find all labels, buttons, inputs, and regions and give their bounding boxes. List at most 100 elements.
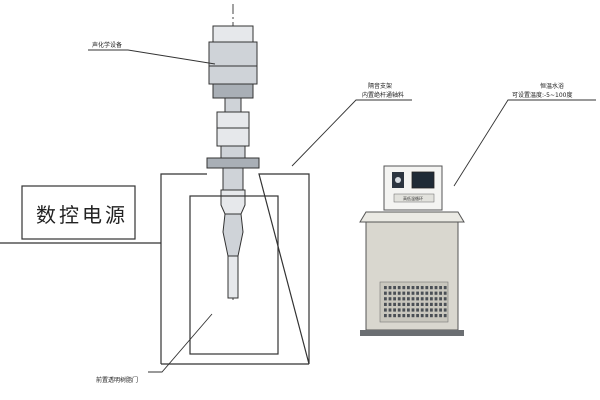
vent-slot (439, 297, 442, 301)
horn-taper (220, 189, 246, 215)
vent-slot (443, 286, 447, 290)
vent-slot (430, 314, 433, 318)
vent-slot (388, 314, 392, 318)
front-transparent-door (189, 195, 279, 355)
vent-slot (443, 297, 447, 301)
vent-slot (411, 291, 415, 295)
vent-slot (402, 314, 406, 318)
vent-slot (411, 314, 415, 318)
vent-slot (384, 314, 387, 318)
isolation-bracket-enclosure (160, 173, 310, 365)
bath-vent-grid (384, 286, 447, 318)
leader-isolation-bracket (291, 99, 412, 167)
sonochemical-device (206, 25, 260, 299)
vent-slot (397, 291, 401, 295)
horn-probe-tip (227, 255, 239, 299)
vent-slot (407, 308, 410, 312)
vent-slot (434, 302, 438, 306)
vent-slot (384, 291, 387, 295)
vent-slot (425, 286, 429, 290)
vent-slot (443, 308, 447, 312)
vent-slot (407, 286, 410, 290)
cnc-power-supply: 数控电源 (0, 185, 161, 244)
vent-slot (430, 302, 433, 306)
vent-slot (397, 302, 401, 306)
vent-slot (407, 297, 410, 301)
transducer-base-ring (212, 83, 254, 99)
vent-slot (434, 291, 438, 295)
transducer-housing (208, 41, 258, 85)
vent-slot (402, 286, 406, 290)
vent-slot (443, 291, 447, 295)
vent-slot (425, 291, 429, 295)
vent-slot (402, 291, 406, 295)
vent-slot (420, 286, 424, 290)
vent-slot (425, 308, 429, 312)
vent-slot (393, 314, 396, 318)
vent-slot (393, 291, 396, 295)
vent-slot (439, 286, 442, 290)
horn-upper-block (216, 111, 250, 147)
vent-slot (430, 291, 433, 295)
bath-lid (359, 211, 465, 223)
vent-slot (430, 286, 433, 290)
vent-slot (425, 302, 429, 306)
vent-slot (388, 302, 392, 306)
vent-slot (402, 308, 406, 312)
vent-slot (407, 302, 410, 306)
vent-slot (434, 308, 438, 312)
vent-slot (393, 286, 396, 290)
vent-slot (384, 286, 387, 290)
label-isolation-bracket: 隔音支架 (368, 82, 392, 90)
vent-slot (420, 302, 424, 306)
power-supply-box (21, 185, 136, 240)
horn-lower-section (222, 167, 244, 191)
vent-slot (388, 297, 392, 301)
enclosure-outer-wall (160, 173, 310, 365)
vent-slot (434, 286, 438, 290)
bath-logo-icon (395, 177, 401, 183)
vent-slot (443, 314, 447, 318)
vent-slot (439, 291, 442, 295)
leader-sonochemical-device (88, 49, 216, 65)
vent-slot (430, 308, 433, 312)
vent-slot (402, 297, 406, 301)
vent-slot (439, 314, 442, 318)
vent-slot (384, 308, 387, 312)
vent-slot (420, 297, 424, 301)
vent-slot (434, 297, 438, 301)
horn-middle-section (220, 145, 246, 159)
vent-slot (397, 314, 401, 318)
vent-slot (407, 314, 410, 318)
vent-slot (443, 302, 447, 306)
label-water-bath: 恒温水浴 (540, 82, 564, 90)
bracket-clamp-flange (206, 157, 260, 169)
label-bracket-note: 内置绝杆通轴料 (362, 91, 404, 99)
vent-slot (388, 291, 392, 295)
vent-slot (416, 302, 419, 306)
vent-slot (393, 308, 396, 312)
bath-display (411, 171, 435, 189)
horn-neck (224, 97, 242, 113)
bath-panel-text: 高低温循环 (403, 195, 423, 201)
water-bath: 高低温循环 (359, 165, 465, 336)
vent-slot (439, 302, 442, 306)
vent-slot (397, 308, 401, 312)
leader-water-bath (453, 99, 596, 187)
vent-slot (384, 297, 387, 301)
label-front-door: 前置透明树脂门 (96, 376, 138, 384)
vent-slot (425, 297, 429, 301)
vent-slot (397, 286, 401, 290)
label-bath-range: 可设置温度:-5~100度 (512, 91, 572, 99)
vent-slot (416, 291, 419, 295)
horn-tip-cone (222, 213, 244, 257)
vent-slot (393, 302, 396, 306)
bath-base (360, 330, 464, 336)
vent-slot (430, 297, 433, 301)
vent-slot (425, 314, 429, 318)
vent-slot (402, 302, 406, 306)
cnc-power-label: 数控电源 (36, 203, 128, 227)
bath-button-strip (393, 193, 435, 203)
vent-slot (416, 286, 419, 290)
